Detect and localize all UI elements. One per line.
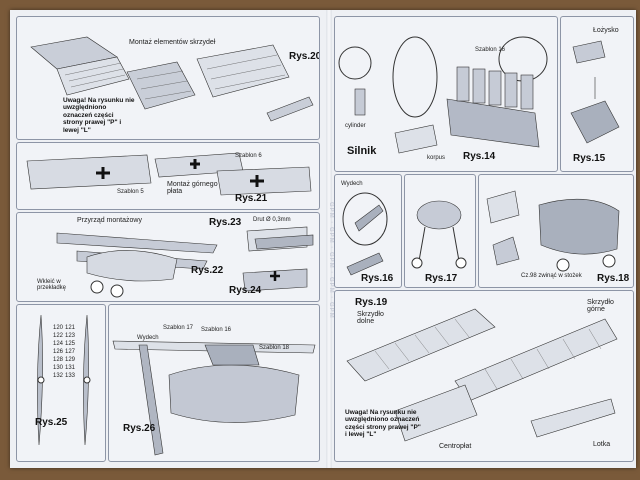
- panel-rys25: 120 121 122 123 124 125 126 127 128 129 …: [16, 304, 106, 462]
- rys21-label: Rys.21: [235, 193, 268, 204]
- rys22-drawing: [56, 226, 314, 298]
- rys25-number: 126: [53, 349, 64, 355]
- rys14-szablon: Szablon 16: [475, 47, 506, 53]
- panel-rys21: Szablon 6 Szablon 5 Montaż górnego płata…: [16, 142, 320, 210]
- rys17-drawing: [411, 200, 467, 269]
- rys20-label: Rys.20: [289, 51, 320, 62]
- rys19-skrzydlo-gorne: Skrzydło górne: [587, 299, 614, 313]
- rys20-title: Montaż elementów skrzydeł: [129, 39, 216, 46]
- rys25-number: 131: [65, 365, 76, 371]
- rys25-number: 123: [65, 333, 76, 339]
- rys25-number: 132: [53, 373, 64, 379]
- rys16-label: Rys.16: [361, 273, 394, 284]
- panel-rys17: Rys.17: [404, 174, 476, 288]
- rys26-szablon17: Szablon 17: [163, 325, 194, 331]
- rys15-drawing: [570, 40, 620, 144]
- rys26-szablon18: Szablon 18: [259, 345, 290, 351]
- rys14-drawing: [338, 36, 548, 154]
- panel-rys20: Montaż elementów skrzydeł Rys.20 Uwaga! …: [16, 16, 320, 140]
- rys19-lotka: Lotka: [593, 441, 611, 448]
- rys25-number: 130: [53, 365, 64, 371]
- rys18-drawing: [486, 190, 620, 272]
- rys25-number: 124: [53, 341, 64, 347]
- panel-rys14: Szablon 16 cylinder Silnik korpus Rys.14: [334, 16, 558, 172]
- rys25-number: 128: [53, 357, 64, 363]
- panel-rys16: Wydech Rys.16: [334, 174, 402, 288]
- rys20-drawing: [30, 36, 314, 122]
- rys25-number: 121: [65, 325, 76, 331]
- rys24-label: Rys.24: [229, 285, 262, 296]
- panel-rys26: Szablon 17 Szablon 16 Szablon 18 Wydech …: [108, 304, 320, 462]
- rys25-number: 125: [65, 341, 76, 347]
- rys21-szablon6: Szablon 6: [235, 153, 262, 159]
- rys15-lozysko: Łożysko: [593, 27, 619, 34]
- rys25-number: 127: [65, 349, 76, 355]
- rys22-label: Rys.22: [191, 265, 224, 276]
- rys17-label: Rys.17: [425, 273, 458, 284]
- rys26-szablon16: Szablon 16: [201, 327, 232, 333]
- rys18-note: Cz.98 zwinąć w stożek: [521, 273, 582, 279]
- rys21-drawing: [26, 152, 312, 196]
- rys14-korpus: korpus: [427, 155, 446, 161]
- rys25-number: 120: [53, 325, 64, 331]
- side-brand-text: GPM · GPM · GPM · GPM · GPM: [328, 201, 334, 319]
- rys18-label: Rys.18: [597, 273, 630, 284]
- instruction-sheet: GPM · GPM · GPM · GPM · GPM Montaż eleme…: [10, 10, 636, 468]
- rys26-drawing: [112, 340, 316, 456]
- panel-rys18: Cz.98 zwinąć w stożek Rys.18: [478, 174, 634, 288]
- rys26-label: Rys.26: [123, 423, 156, 434]
- rys19-drawing: [346, 308, 618, 442]
- rys16-drawing: [342, 192, 388, 276]
- rys19-label: Rys.19: [355, 297, 388, 308]
- rys23-label: Rys.23: [209, 217, 242, 228]
- rys14-silnik: Silnik: [347, 145, 377, 157]
- rys16-wydech: Wydech: [341, 181, 363, 187]
- page-fold: [326, 10, 332, 468]
- rys21-title: Montaż górnego płata: [167, 181, 218, 195]
- rys20-note: Uwaga! Na rysunku nie uwzględniono oznac…: [63, 97, 135, 134]
- rys25-number: 133: [65, 373, 76, 379]
- rys25-drawing: [37, 314, 91, 446]
- rys22-note: Wkleić w przekładkę: [37, 279, 67, 291]
- rys25-number: 122: [53, 333, 64, 339]
- rys14-cylinder: cylinder: [345, 123, 366, 129]
- rys19-centroplat: Centropłat: [439, 443, 472, 450]
- rys14-label: Rys.14: [463, 151, 496, 162]
- rys15-label: Rys.15: [573, 153, 606, 164]
- rys25-number: 129: [65, 357, 76, 363]
- rys23-drut: Drut Ø 0,3mm: [253, 217, 291, 223]
- rys26-wydech: Wydech: [137, 335, 159, 341]
- rys25-label: Rys.25: [35, 417, 68, 428]
- panel-rys15: Łożysko Rys.15: [560, 16, 634, 172]
- rys23-title: Przyrząd montażowy: [77, 217, 142, 224]
- panel-rys22-23-24: Przyrząd montażowy Rys.23 Drut Ø 0,3mm W…: [16, 212, 320, 302]
- panel-rys19: Rys.19 Skrzydło dolne Skrzydło górne Uwa…: [334, 290, 634, 462]
- rys19-skrzydlo-dolne: Skrzydło dolne: [357, 311, 384, 325]
- rys19-note: Uwaga! Na rysunku nie uwzględniono oznac…: [345, 409, 421, 439]
- rys21-szablon5: Szablon 5: [117, 189, 144, 195]
